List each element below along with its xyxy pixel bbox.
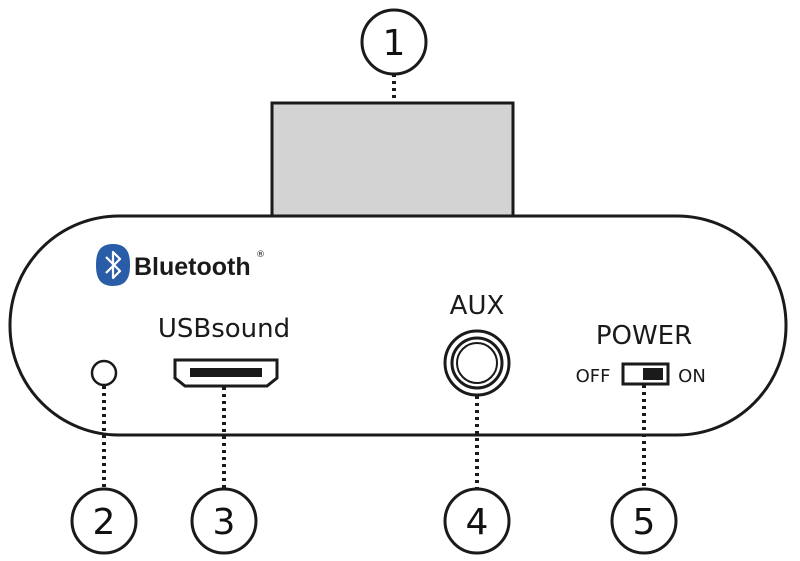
bluetooth-wordmark: Bluetooth — [134, 253, 251, 281]
svg-text:5: 5 — [633, 502, 656, 543]
aux-label: AUX — [450, 291, 505, 321]
top-module — [270, 101, 515, 218]
aux-jack — [443, 329, 511, 397]
indicator-light — [90, 359, 118, 387]
power-label: POWER — [596, 321, 692, 351]
device-body — [8, 214, 788, 437]
usb-label: USBsound — [158, 314, 290, 344]
callout-1: 1 — [360, 8, 428, 76]
callout-2: 2 — [70, 487, 138, 555]
svg-text:1: 1 — [383, 23, 406, 64]
svg-text:4: 4 — [466, 502, 489, 543]
registered-mark: ® — [256, 250, 265, 260]
callout-4: 4 — [443, 487, 511, 555]
bluetooth-icon — [96, 244, 130, 286]
callout-5: 5 — [610, 487, 678, 555]
svg-text:3: 3 — [213, 502, 236, 543]
svg-text:2: 2 — [93, 502, 116, 543]
off-label: OFF — [576, 366, 611, 387]
callout-3: 3 — [190, 487, 258, 555]
usb-port — [173, 358, 279, 388]
on-label: ON — [678, 366, 706, 387]
bluetooth-logo: Bluetooth ® — [96, 244, 265, 286]
power-switch — [621, 362, 670, 386]
